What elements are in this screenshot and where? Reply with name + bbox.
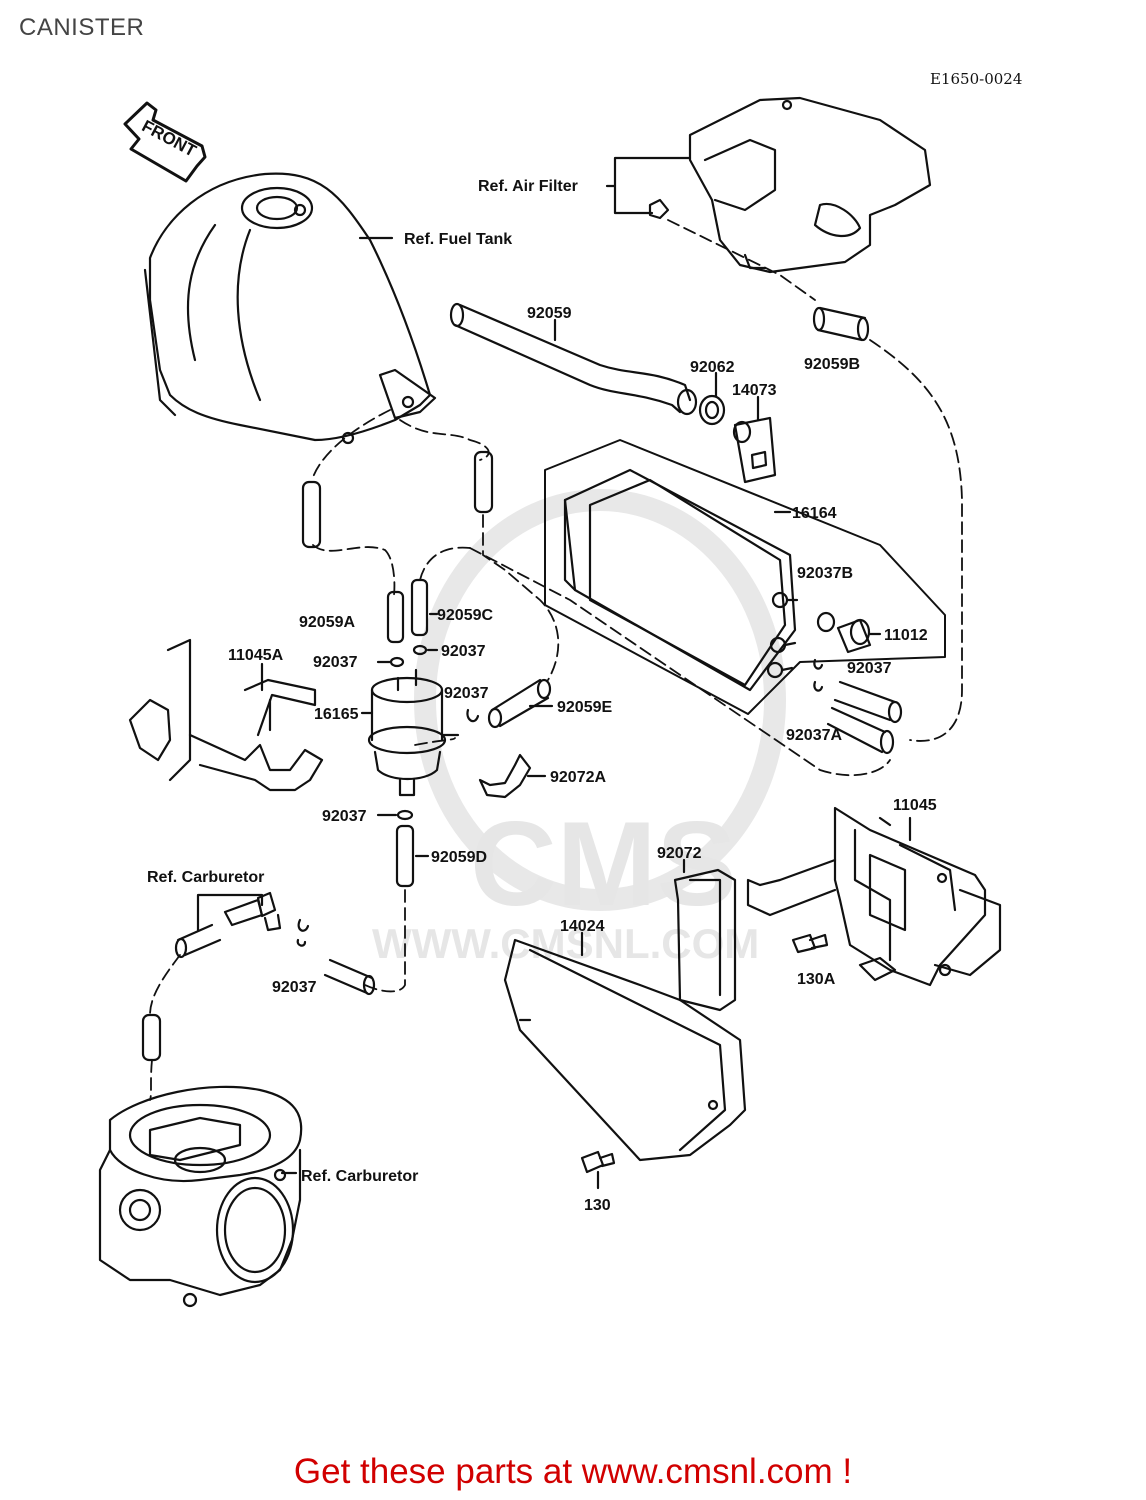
- label-ref-carburetor-top: Ref. Carburetor: [147, 869, 264, 886]
- label-92059E: 92059E: [557, 699, 612, 716]
- label-14024: 14024: [560, 918, 605, 935]
- label-ref-air-filter: Ref. Air Filter: [478, 178, 578, 195]
- hose-bottom-middle: [323, 958, 376, 996]
- hose-routing: [149, 219, 963, 1101]
- fuel-tank: [143, 172, 437, 445]
- front-arrow: FRONT: [123, 101, 207, 183]
- clip-92037-mid: [466, 708, 480, 723]
- label-92037-left2: 92037: [441, 643, 486, 660]
- clip-92037-lower: [396, 809, 414, 821]
- bracket-11045A: [128, 638, 324, 792]
- label-92037-left: 92037: [313, 654, 358, 671]
- clamp-92072A: [478, 753, 532, 799]
- diagram-code: E1650-0024: [930, 70, 1023, 88]
- hose-carburetor-top: [174, 923, 222, 959]
- bracket-14073: [732, 416, 777, 484]
- hose-carburetor-vertical: [141, 1013, 162, 1062]
- label-92072A: 92072A: [550, 769, 606, 786]
- label-130: 130: [584, 1197, 611, 1214]
- footer-banner[interactable]: Get these parts at www.cmsnl.com !: [293, 1452, 853, 1491]
- label-130A: 130A: [797, 971, 836, 988]
- label-16165: 16165: [314, 706, 359, 723]
- leader-ref-carburetor-top: [196, 893, 264, 932]
- label-11045: 11045: [893, 797, 937, 814]
- hose-92059: [449, 302, 698, 416]
- label-92072: 92072: [657, 845, 702, 862]
- hose-92059D: [395, 824, 415, 888]
- label-92059: 92059: [527, 305, 572, 322]
- label-ref-fuel-tank: Ref. Fuel Tank: [404, 231, 512, 248]
- air-filter-housing: [648, 96, 932, 274]
- carburetor-body: [98, 1085, 303, 1308]
- bolt-130: [580, 1150, 616, 1174]
- label-11045A: 11045A: [228, 647, 284, 664]
- label-16164: 16164: [792, 505, 837, 522]
- label-92059B: 92059B: [804, 356, 860, 373]
- hose-92059E: [487, 678, 552, 729]
- hose-92059A: [386, 590, 405, 644]
- label-ref-carburetor-bottom: Ref. Carburetor: [301, 1168, 418, 1185]
- label-92059C: 92059C: [437, 607, 493, 624]
- bracket-11045: [746, 806, 1002, 987]
- watermark-brand: CMS: [470, 797, 737, 931]
- band-92072: [673, 868, 737, 1012]
- label-92059A: 92059A: [299, 614, 355, 631]
- label-92037-lower: 92037: [322, 808, 367, 825]
- front-arrow-label: FRONT: [139, 116, 200, 161]
- label-92037-mid: 92037: [444, 685, 489, 702]
- canister-16164: [544, 439, 946, 715]
- hose-left-upper: [301, 450, 494, 549]
- collar-92062: [698, 394, 726, 426]
- label-92037B: 92037B: [797, 565, 853, 582]
- carburetor-fitting: [223, 891, 282, 932]
- page-title: CANISTER: [19, 14, 145, 41]
- bolt-130A: [791, 933, 829, 954]
- label-92059D: 92059D: [431, 849, 487, 866]
- clip-92037-bottom: [296, 918, 310, 947]
- label-92037A: 92037A: [786, 727, 842, 744]
- label-11012: 11012: [884, 627, 928, 644]
- leader-air-filter: [605, 156, 692, 215]
- label-92062: 92062: [690, 359, 735, 376]
- leader-11045: [878, 816, 912, 842]
- clips-right: [813, 658, 903, 755]
- cap-11012: [836, 618, 872, 654]
- hose-92059C: [410, 578, 429, 637]
- parts-diagram: CMS WWW.CMSNL.COM FRONT Ref. Fuel Tank R…: [98, 96, 1002, 1308]
- hose-92059B: [812, 306, 870, 342]
- fuel-filter-16165: [367, 668, 460, 797]
- clamp-92037B: [816, 611, 836, 633]
- cover-14024: [503, 938, 747, 1162]
- label-92037-right: 92037: [847, 660, 892, 677]
- label-14073: 14073: [732, 382, 777, 399]
- clips-left: [376, 644, 439, 668]
- label-92037-bottom: 92037: [272, 979, 317, 996]
